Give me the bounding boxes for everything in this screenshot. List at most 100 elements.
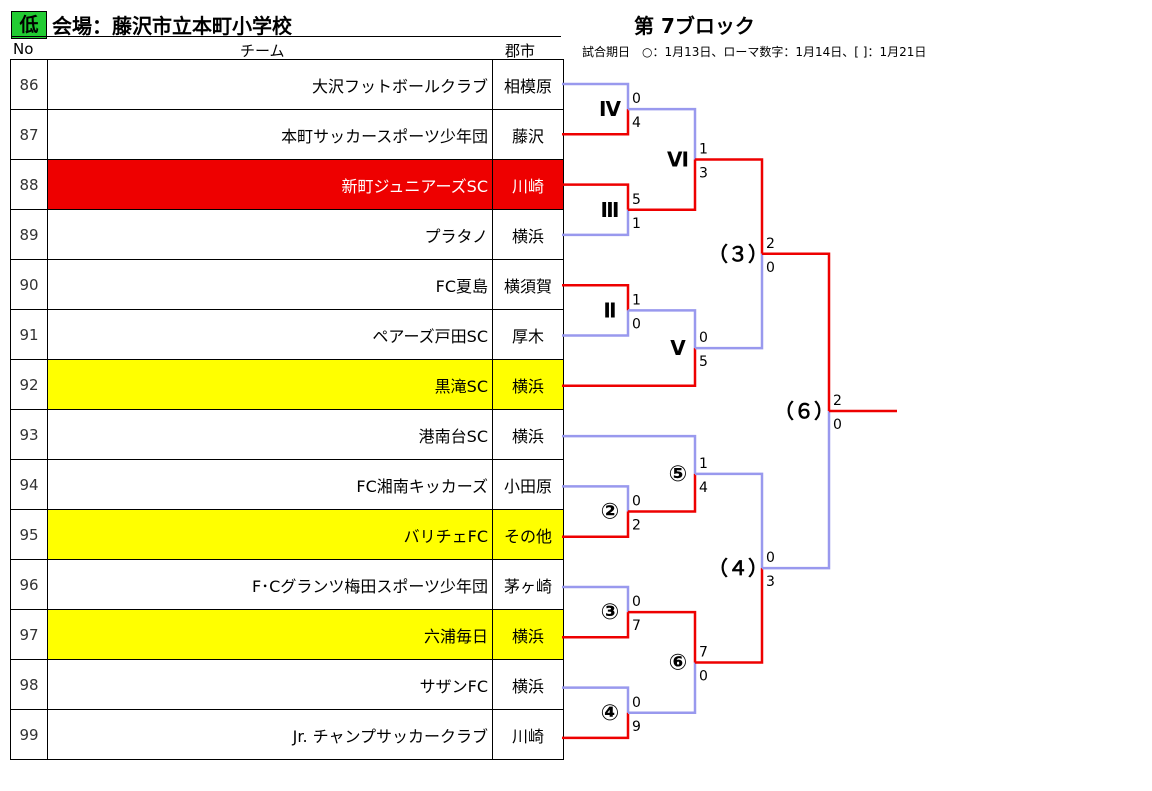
bracket-line-bottom [628,159,697,211]
team-city: 横浜 [492,659,564,710]
team-name: Jr. チャンプサッカークラブ [47,709,493,760]
block-title: 第 7ブロック [634,14,755,38]
team-city: 川崎 [492,159,564,210]
bracket-line-bottom [562,209,630,237]
score-top: 0 [632,91,641,107]
score-bottom: 1 [632,216,641,232]
team-name: 港南台SC [47,409,493,460]
score-bottom: 5 [699,354,708,370]
match-label: Ⅵ [667,147,689,171]
column-header-team: チーム [240,42,285,60]
column-header-city: 郡市 [505,42,536,60]
bracket-line-top [562,686,630,713]
schedule-note: 試合期日 ○：1月13日、ローマ数字：1月14日、[ ]：1月21日 [582,45,927,59]
bracket-line-bottom [562,712,630,740]
team-city: 厚木 [492,309,564,360]
bracket-line-top [628,107,697,160]
team-name: サザンFC [47,659,493,710]
score-top: 0 [632,695,641,711]
score-top: 7 [699,644,708,660]
match-label: ② [601,500,620,525]
bracket-line-top [562,82,630,110]
bracket-line-top [628,309,697,349]
bracket-line-bottom [628,662,697,714]
team-number: 95 [10,509,48,560]
team-city: 相模原 [492,59,564,110]
match-label: ③ [601,600,620,625]
match-label: Ⅴ [670,336,686,360]
score-top: 0 [766,550,775,566]
team-name: バリチェFC [47,509,493,560]
score-top: 0 [632,494,641,510]
score-top: 1 [632,292,641,308]
team-name: 本町サッカースポーツ少年団 [47,109,493,160]
match-label: （３） [708,242,768,266]
team-number: 97 [10,609,48,660]
score-bottom: 3 [766,574,775,590]
score-bottom: 0 [699,668,708,684]
team-number: 93 [10,409,48,460]
team-number: 89 [10,209,48,260]
bracket-line-top [695,158,764,254]
bracket-line-bottom [628,473,697,513]
team-name: 六浦毎日 [47,609,493,660]
team-number: 86 [10,59,48,110]
team-name: 大沢フットボールクラブ [47,59,493,110]
column-header-no: No [13,40,34,58]
team-name: FC夏島 [47,259,493,310]
bracket-line-bottom [628,348,697,388]
team-number: 88 [10,159,48,210]
bracket-line-bottom [562,511,630,538]
bracket-line-top [695,472,764,569]
match-label: （４） [708,556,768,580]
team-city: 藤沢 [492,109,564,160]
match-label: ⑤ [669,462,688,487]
team-city: 横浜 [492,359,564,410]
bracket-line-top [628,610,697,663]
team-city: 小田原 [492,459,564,510]
score-top: 2 [833,393,842,409]
bracket-line-bottom [695,253,764,350]
score-bottom: 4 [699,480,708,496]
score-bottom: 7 [632,618,641,634]
score-top: 0 [699,330,708,346]
score-bottom: 0 [632,316,641,332]
team-name: F･Cグランツ梅田スポーツ少年団 [47,559,493,610]
score-top: 2 [766,236,775,252]
score-top: 1 [699,456,708,472]
bracket-line-top [762,252,831,411]
score-bottom: 0 [766,260,775,276]
team-number: 96 [10,559,48,610]
match-label: ⑥ [669,650,688,675]
venue-title: 会場：藤沢市立本町小学校 [52,14,292,38]
team-name: ペアーズ戸田SC [47,309,493,360]
bracket-line-top [562,183,630,210]
bracket-line-top [562,485,630,512]
bracket-line-bottom [562,612,630,639]
match-label: ④ [601,701,620,726]
score-top: 1 [699,141,708,157]
bracket-line-bottom [695,568,764,664]
bracket-line-top [562,283,630,311]
team-city: 川崎 [492,709,564,760]
team-city: 横浜 [492,409,564,460]
level-badge: 低 [11,11,47,39]
match-label: Ⅲ [601,198,620,222]
match-label: Ⅳ [599,97,621,121]
team-city: 茅ヶ崎 [492,559,564,610]
team-name: FC湘南キッカーズ [47,459,493,510]
